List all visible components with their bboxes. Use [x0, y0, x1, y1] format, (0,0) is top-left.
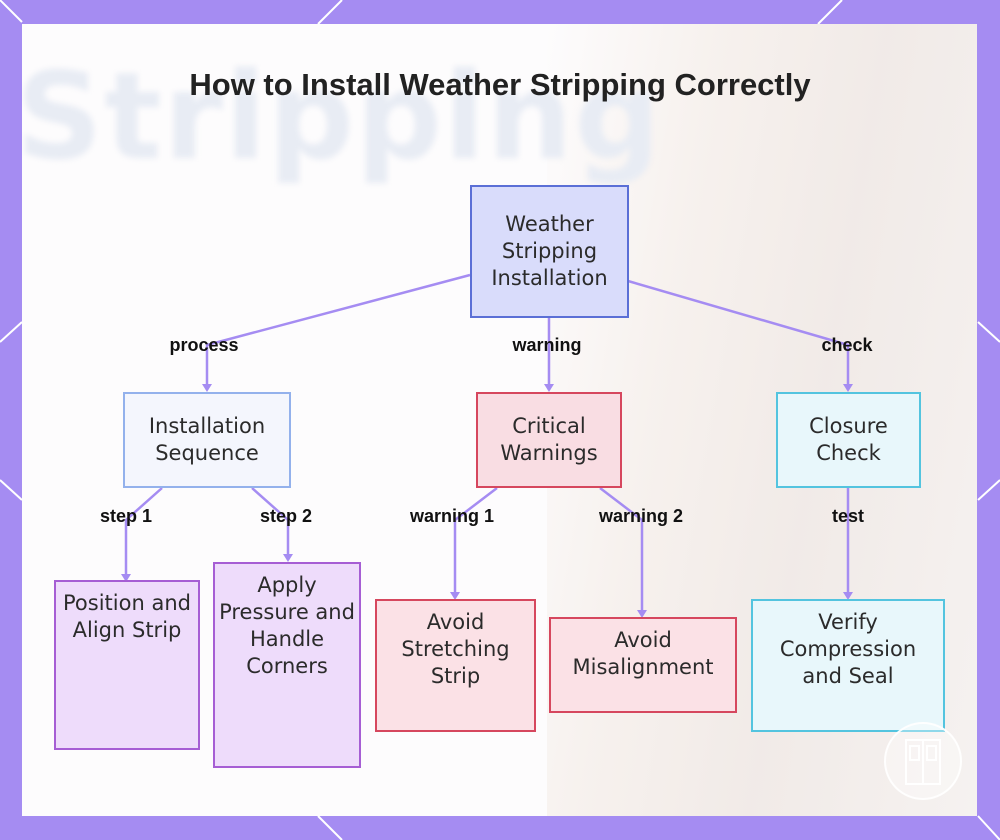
node-weather-stripping-installation: Weather Stripping Installation	[470, 185, 629, 318]
edge-label-step-1: step 1	[99, 506, 153, 526]
edge-label-process: process	[169, 335, 239, 355]
node-avoid-misalignment: Avoid Misalignment	[549, 617, 737, 713]
edge-label-check: check	[821, 335, 873, 355]
edge-label-warning-2: warning 2	[598, 506, 684, 526]
edge-label-warning: warning	[512, 335, 582, 355]
edge-label-test: test	[831, 506, 865, 526]
background-faded-word: Stripping	[22, 48, 663, 187]
edge-label-warning-1: warning 1	[409, 506, 495, 526]
node-position-and-align-strip: Position and Align Strip	[54, 580, 200, 750]
node-avoid-stretching-strip: Avoid Stretching Strip	[375, 599, 536, 732]
node-verify-compression-and-seal: Verify Compression and Seal	[751, 599, 945, 732]
node-critical-warnings: Critical Warnings	[476, 392, 622, 488]
node-closure-check: Closure Check	[776, 392, 921, 488]
door-logo-icon	[884, 722, 962, 800]
diagram-title: How to Install Weather Stripping Correct…	[189, 67, 811, 102]
node-installation-sequence: Installation Sequence	[123, 392, 291, 488]
edge-label-step-2: step 2	[259, 506, 313, 526]
node-apply-pressure-and-handle-corners: Apply Pressure and Handle Corners	[213, 562, 361, 768]
